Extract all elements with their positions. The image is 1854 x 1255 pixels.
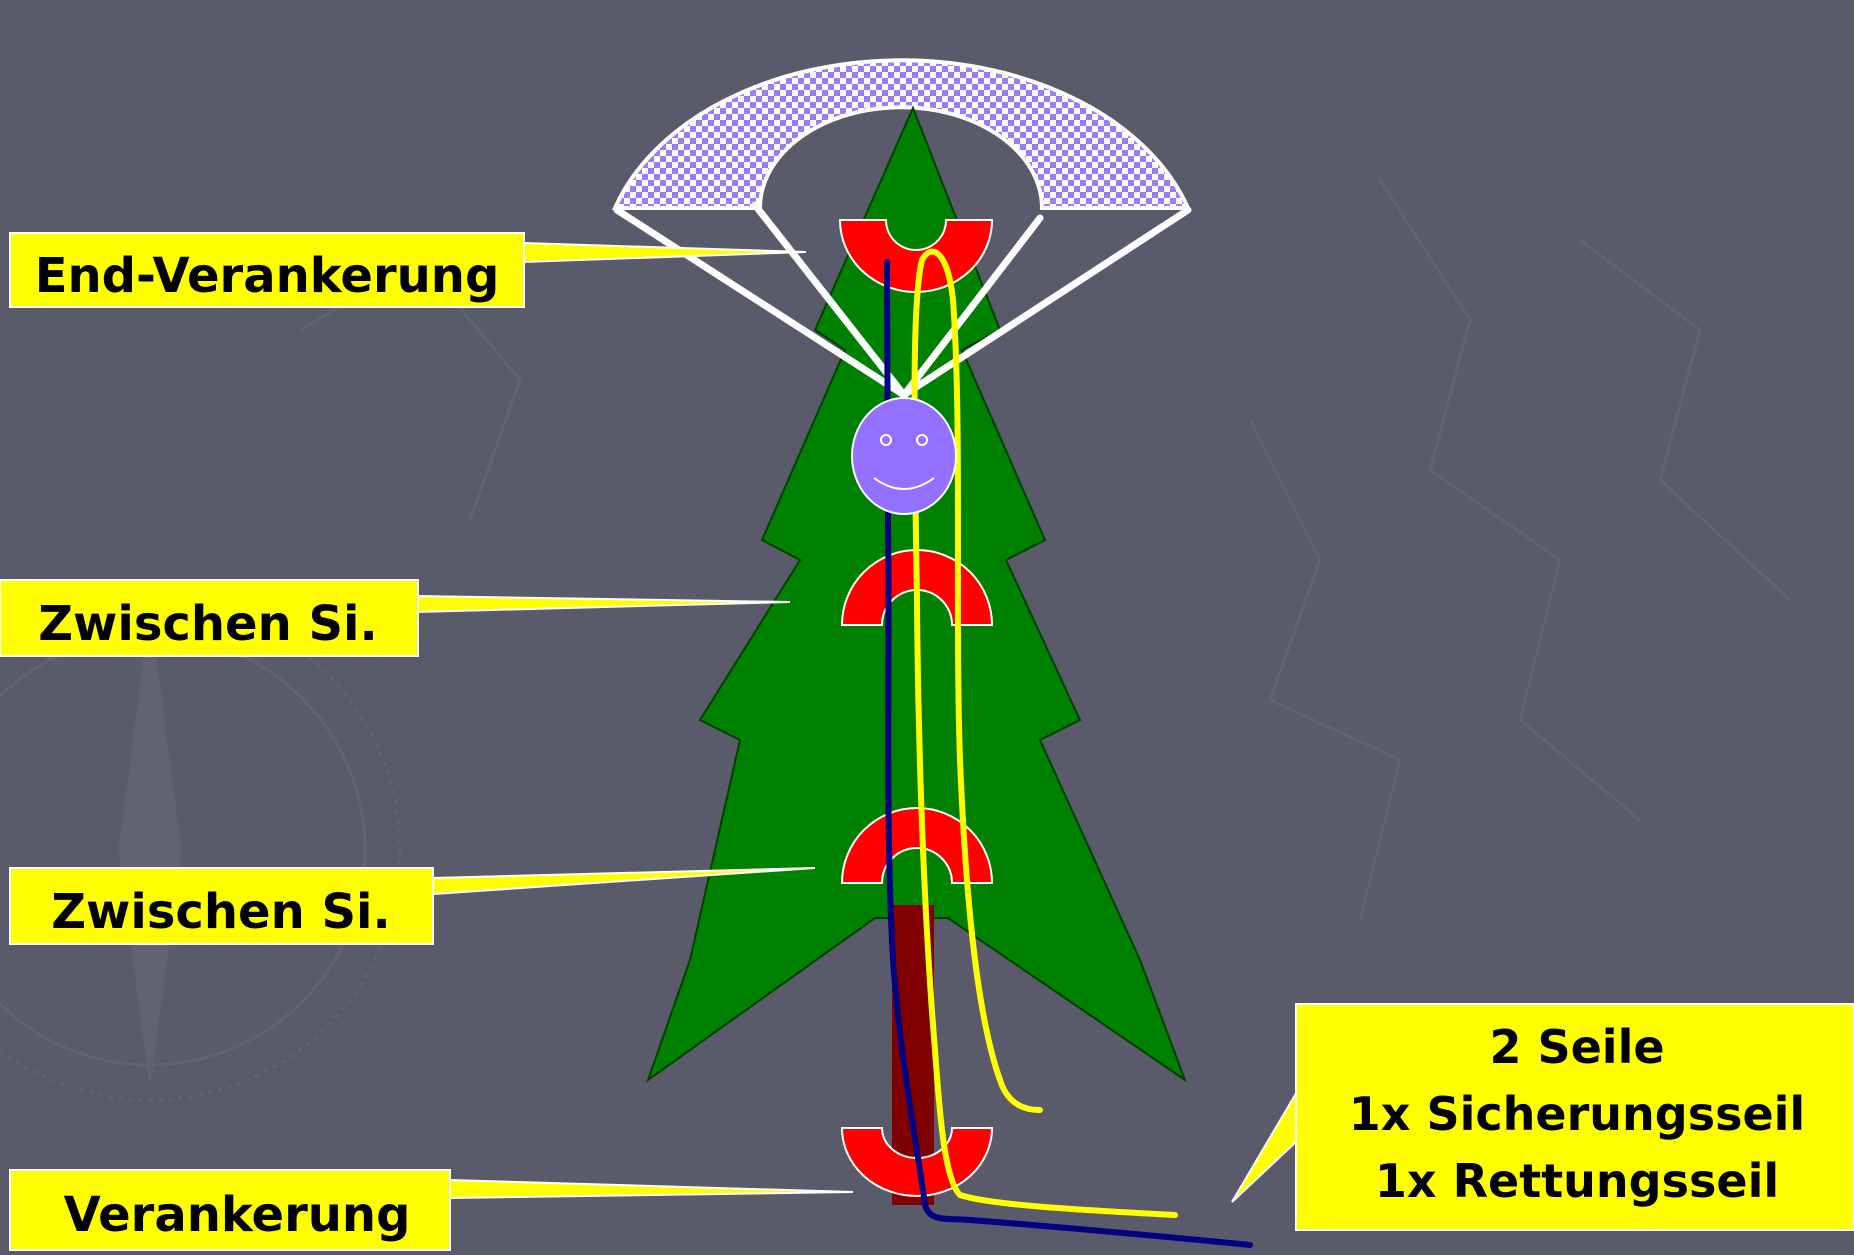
note-line-2: 1x Sicherungsseil	[1349, 1087, 1805, 1141]
note-line-3: 1x Rettungsseil	[1375, 1154, 1779, 1208]
callout-end-anchor-label: End-Verankerung	[35, 248, 500, 304]
callout-intermediate-1: Zwischen Si.	[0, 580, 790, 656]
callout-end-anchor: End-Verankerung	[10, 233, 806, 307]
callout-anchor: Verankerung	[10, 1170, 853, 1250]
callout-anchor-label: Verankerung	[64, 1187, 411, 1243]
callout-intermediate-1-label: Zwischen Si.	[38, 596, 378, 652]
compass-rose-icon	[0, 600, 400, 1100]
note-line-1: 2 Seile	[1489, 1020, 1664, 1074]
smiley-face-icon	[852, 398, 956, 514]
note-box: 2 Seile 1x Sicherungsseil 1x Rettungssei…	[1232, 1004, 1854, 1230]
callout-intermediate-2: Zwischen Si.	[10, 868, 815, 944]
callout-intermediate-2-label: Zwischen Si.	[51, 884, 391, 940]
